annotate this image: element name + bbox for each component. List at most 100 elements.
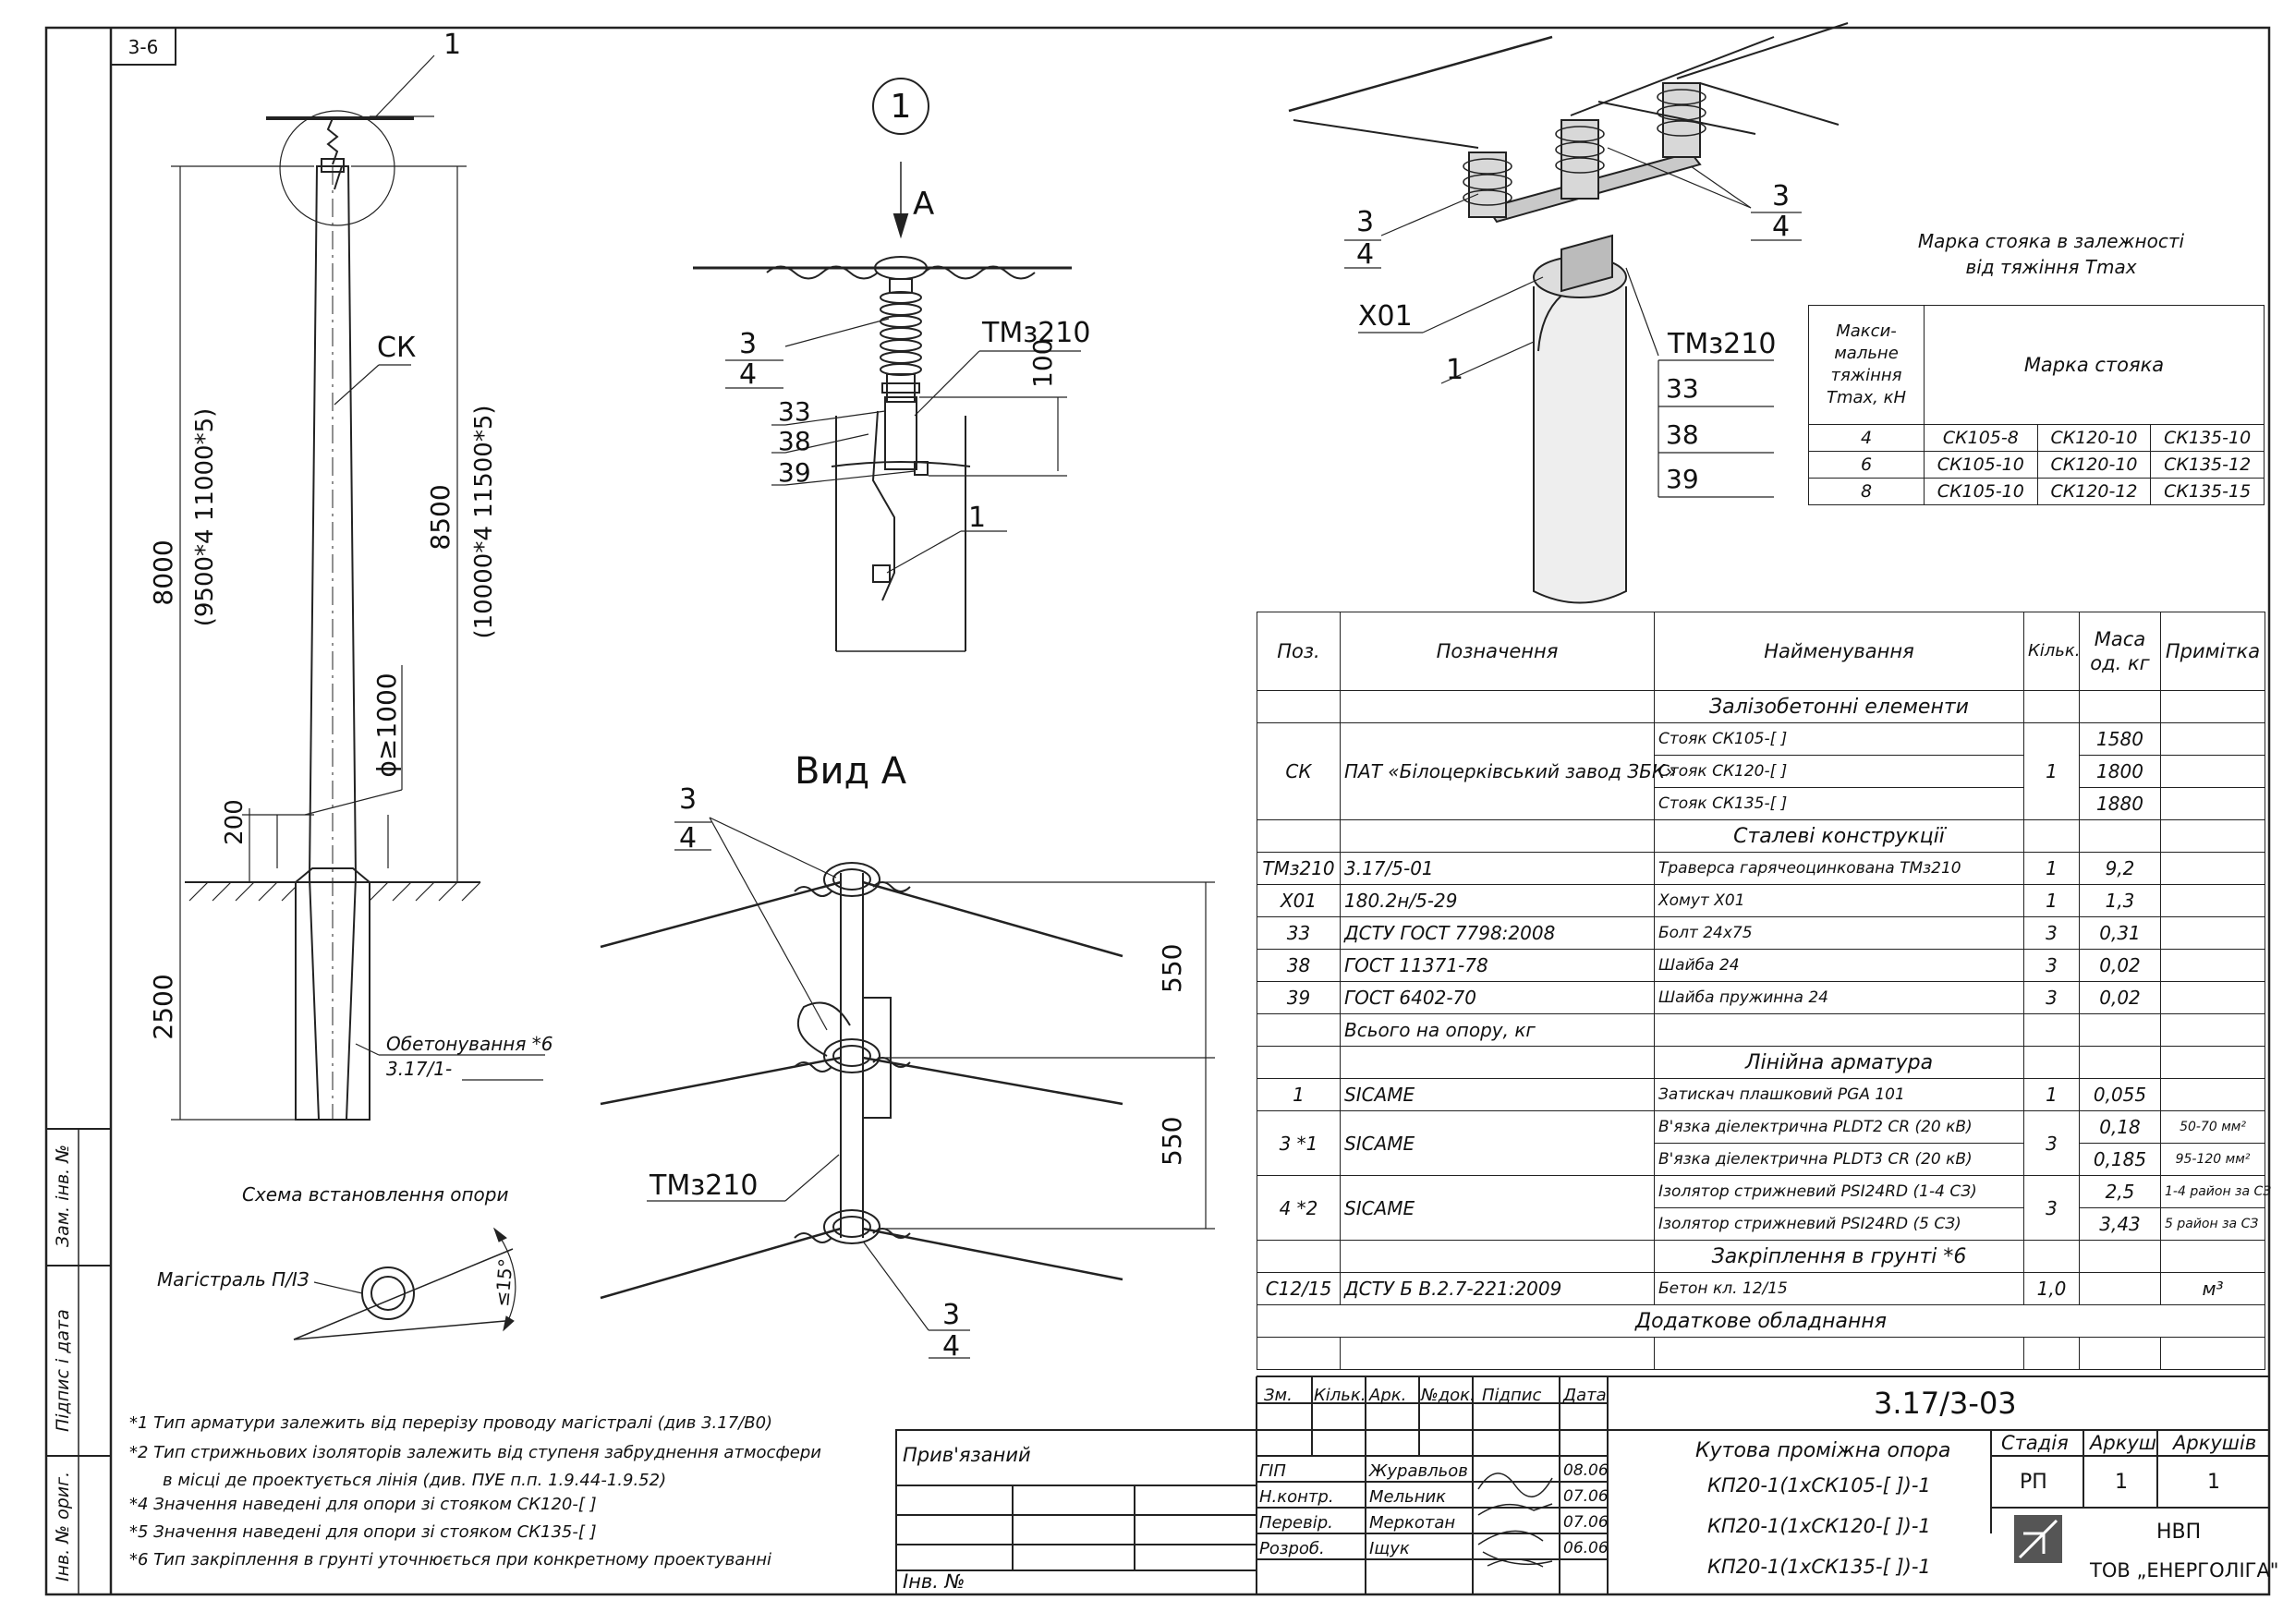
spec-cell: 1580 <box>2079 722 2161 756</box>
spec-cell: Бетон кл. 12/15 <box>1654 1272 2024 1305</box>
detail1-callout-38: 38 <box>778 426 811 456</box>
tb-col-date: Дата <box>1563 1386 1607 1405</box>
tb-person: Мельник <box>1369 1487 1447 1507</box>
note-5: *5 Значення наведені для опори зі стояко… <box>129 1522 597 1542</box>
tb-role: Розроб. <box>1259 1539 1325 1558</box>
signatures <box>1477 1473 1553 1568</box>
sheet-id: 3-6 <box>128 36 159 58</box>
marka-cell: 6 <box>1808 451 1925 479</box>
spec-cell: ГОСТ 11371-78 <box>1340 949 1655 982</box>
tb-col-kilk: Кільк. <box>1314 1386 1366 1405</box>
table-row: С12/15 ДСТУ Б В.2.7-221:2009 Бетон кл. 1… <box>1257 1272 2265 1305</box>
spec-cell: Шайба пружинна 24 <box>1654 981 2024 1014</box>
tb-role: Перевір. <box>1259 1513 1333 1533</box>
spec-cell: 1,3 <box>2079 884 2161 917</box>
view-a-dim-550-bottom: 550 <box>1157 1117 1187 1166</box>
spec-cell: ГОСТ 6402-70 <box>1340 981 1655 1014</box>
spec-cell <box>2160 981 2265 1014</box>
spec-cell: 3,43 <box>2079 1207 2161 1241</box>
spec-cell: ПАТ «Білоцерківський завод ЗБК» <box>1340 722 1676 820</box>
mainline-label: Магістраль П/ІЗ <box>157 1268 310 1291</box>
tb-desc-line: КП20-1(1хСК105-[ ])-1 <box>1707 1474 1931 1497</box>
tb-person: Меркотан <box>1369 1513 1456 1533</box>
concreting-label: Обетонування *6 <box>386 1033 553 1055</box>
detail1-callout-39: 39 <box>778 457 811 488</box>
spec-cell: СК <box>1257 722 1341 820</box>
dim-8000-alt: (9500*4 11000*5) <box>191 408 219 627</box>
specification-table: Поз. Позначення Найменування Кільк. Маса… <box>1257 612 2271 1370</box>
pole-callout-1: 1 <box>443 29 461 61</box>
spec-cell: 1880 <box>2079 787 2161 820</box>
spec-cell: 3.17/5-01 <box>1340 852 1655 885</box>
spec-cell: В'язка діелектрична PLDT2 CR (20 кВ) <box>1654 1110 2024 1144</box>
tb-col-signature: Підпис <box>1482 1386 1542 1405</box>
marka-cell: СК105-8 <box>1924 424 2038 452</box>
spec-cell: 9,2 <box>2079 852 2161 885</box>
spec-cell: Х01 <box>1257 884 1341 917</box>
spec-cell: 1 <box>1257 1078 1341 1111</box>
tb-document-code: 3.17/3-03 <box>1874 1386 2017 1421</box>
table-row: Ізолятор стрижневий PSI24RD (5 СЗ) 3,43 … <box>1257 1207 2265 1241</box>
tb-date: 07.06 <box>1563 1513 1609 1532</box>
spec-cell: м³ <box>2160 1272 2265 1305</box>
spec-cell: 3 <box>2023 1175 2080 1241</box>
marka-title-line1: Марка стояка в залежності <box>1918 230 2185 252</box>
tb-desc-line: КП20-1(1хСК120-[ ])-1 <box>1707 1515 1931 1537</box>
spec-header: Поз. <box>1257 612 1341 691</box>
spec-section-title: Закріплення в грунті *6 <box>1654 1240 2024 1273</box>
marka-cell: 4 <box>1808 424 1925 452</box>
marka-cell: 8 <box>1808 478 1925 505</box>
view-a-tm-label: ТМз210 <box>649 1170 758 1202</box>
marka-cell: СК135-10 <box>2150 424 2265 452</box>
tb-org-line1: НВП <box>2156 1521 2202 1544</box>
table-row: В'язка діелектрична PLDT3 CR (20 кВ) 0,1… <box>1257 1143 2265 1176</box>
pole-label-ck: СК <box>377 332 416 364</box>
iso-item-33: 33 <box>1666 373 1699 404</box>
tb-stage: РП <box>2020 1471 2047 1494</box>
spec-cell: 0,31 <box>2079 916 2161 950</box>
spec-cell: 0,185 <box>2079 1143 2161 1176</box>
spec-cell: 3 <box>2023 949 2080 982</box>
dim-2500: 2500 <box>148 974 178 1039</box>
tb-person: Журавльов <box>1369 1461 1468 1481</box>
dim-200: 200 <box>221 799 249 845</box>
spec-cell <box>2160 949 2265 982</box>
note-6: *6 Тип закріплення в грунті уточнюється … <box>129 1550 771 1569</box>
view-a-title: Вид А <box>795 750 907 793</box>
note-1: *1 Тип арматури залежить від перерізу пр… <box>129 1413 773 1433</box>
spec-total-label: Всього на опору, кг <box>1340 1013 1655 1047</box>
spec-cell: Хомут Х01 <box>1654 884 2024 917</box>
spec-cell: С12/15 <box>1257 1272 1341 1305</box>
stamp-inv-orig: Інв. № ориг. <box>53 1472 73 1582</box>
company-logo <box>2014 1515 2062 1563</box>
spec-cell: Ізолятор стрижневий PSI24RD (5 СЗ) <box>1654 1207 2024 1241</box>
spec-cell: 33 <box>1257 916 1341 950</box>
marka-cell: СК135-12 <box>2150 451 2265 479</box>
spec-header: Найменування <box>1654 612 2024 691</box>
spec-cell: 1 <box>2023 884 2080 917</box>
view-a-callout-4-top: 4 <box>679 822 697 854</box>
spec-section-title: Лінійна арматура <box>1654 1046 2024 1079</box>
spec-header: Позначення <box>1340 612 1655 691</box>
tb-col-zm: Зм. <box>1264 1386 1293 1405</box>
marka-col2-header: Марка стояка <box>1924 305 2265 425</box>
angle-label: ≤15° <box>491 1257 516 1307</box>
stamp-zam-inv: Зам. інв. № <box>53 1145 73 1247</box>
tb-sheet-header: Аркуш <box>2090 1432 2157 1454</box>
tb-org-line2: ТОВ „ЕНЕРГОЛІГА" <box>2090 1559 2279 1582</box>
spec-cell: 0,02 <box>2079 981 2161 1014</box>
dim-8500-alt: (10000*4 11500*5) <box>470 405 498 638</box>
iso-callout-1: 1 <box>1446 354 1463 386</box>
note-4: *4 Значення наведені для опори зі стояко… <box>129 1495 597 1514</box>
spec-header: Кільк. <box>2023 612 2081 691</box>
spec-cell: Стояк СК105-[ ] <box>1654 722 2024 756</box>
spec-cell: Траверса гарячеоцинкована ТМз210 <box>1654 852 2024 885</box>
view-a-drawing <box>600 817 1215 1359</box>
marka-row: 6 СК105-10 СК120-10 СК135-12 <box>1808 451 2265 479</box>
spec-header-row: Поз. Позначення Найменування Кільк. Маса… <box>1257 612 2265 691</box>
iso-callout-4-left: 4 <box>1356 238 1374 271</box>
tb-stage-header: Стадія <box>2001 1432 2069 1454</box>
detail1-dim-100: 100 <box>1027 339 1058 388</box>
spec-cell: SICAME <box>1340 1078 1655 1111</box>
